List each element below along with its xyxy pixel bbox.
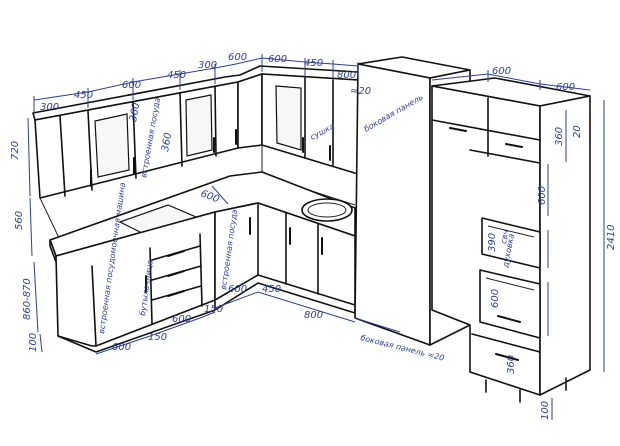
dim-tall-600-a: 600 [492,66,511,77]
dim-height-720: 720 [10,141,21,160]
glass-door-1 [94,113,130,178]
dimension-labels: 300 450 600 450 300 600 600 450 800 720 … [10,52,617,420]
dim-upper-600-c: 600 [268,54,287,65]
upper-cabinets-left [32,65,359,199]
base-cabinets-left [55,211,216,353]
handle-icon [505,143,523,148]
dim-upper-300: 300 [40,102,59,113]
handle-icon [167,250,185,257]
dim-tall-360-b: 360 [506,355,517,374]
dim-upper-300-b: 300 [198,60,217,71]
dim-upper-600-b: 600 [228,52,247,63]
dim-upper-800: 800 [337,70,356,81]
dim-base-600-a: 600 [112,342,131,353]
handle-icon [167,290,185,297]
dim-tall-390: 390 [487,233,498,252]
dim-base-150-a: 150 [148,332,167,343]
dim-base-600-c: 600 [228,284,247,295]
dimension-lines [27,54,605,420]
dim-inner-360-b: 360 [160,132,174,153]
handle-icon [497,315,521,323]
dim-height-100: 100 [28,333,39,352]
dim-tall-600-low: 600 [490,289,501,308]
dim-tall-600-mid: 600 [537,186,548,205]
dim-eq-20: ≈20 [350,86,371,97]
dim-inner-360: 360 [128,102,142,123]
dim-upper-450-c: 450 [304,58,323,69]
note-microwave: свч [499,229,510,244]
handle-icon [449,127,467,132]
dim-base-800: 800 [304,310,323,321]
glass-door-3 [275,85,302,151]
upper-cabinets-right [261,73,359,175]
handle-icon [167,270,185,277]
dim-height-560: 560 [14,211,25,230]
tall-unit-oven [431,77,591,403]
sink-icon [301,198,353,222]
dim-tall-2410: 2410 [606,225,617,250]
handle-icon [495,353,519,361]
dim-tall-600-b: 600 [556,82,575,93]
dim-tall-360-a: 360 [554,127,565,146]
dim-base-450: 450 [262,284,281,295]
dim-upper-450-b: 450 [167,70,186,81]
glass-door-2 [185,94,213,157]
dim-upper-450: 450 [74,90,93,101]
dim-upper-600: 600 [122,80,141,91]
dim-base-600-b: 600 [172,314,191,325]
dim-tall-100: 100 [540,401,551,420]
dim-base-150-b: 150 [204,304,223,315]
dim-tall-20: 20 [572,125,583,138]
dim-height-860-870: 860-870 [22,278,33,320]
